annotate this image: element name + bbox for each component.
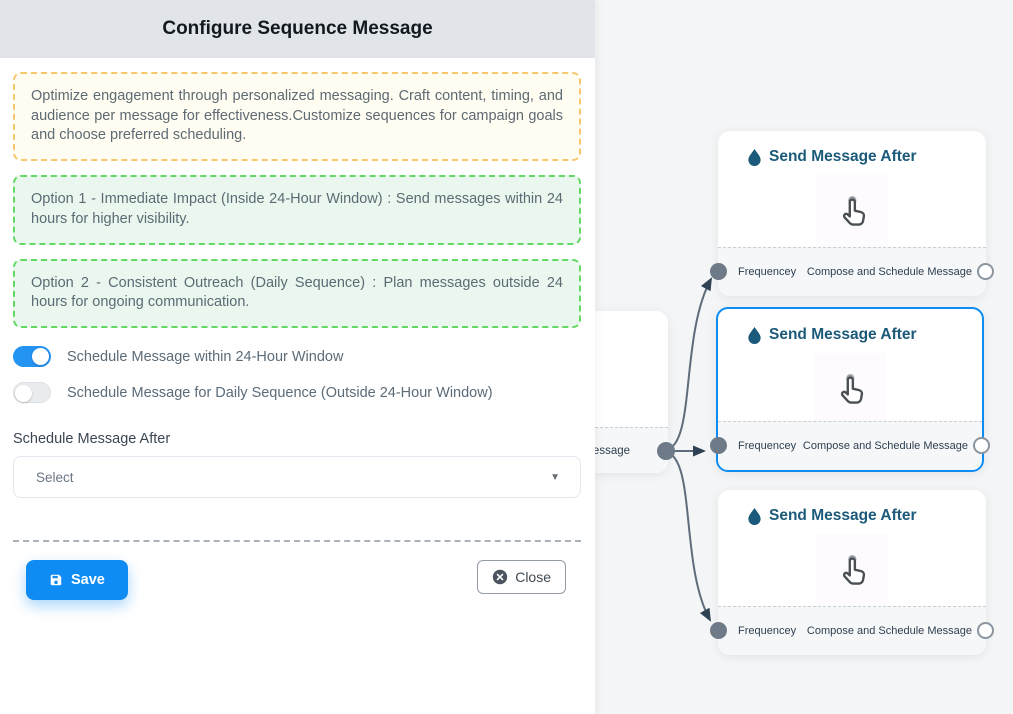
- save-button-label: Save: [71, 572, 105, 589]
- output-handle-label: Compose and Schedule Message: [806, 625, 972, 637]
- close-button-label: Close: [515, 569, 551, 586]
- option2-box: Option 2 - Consistent Outreach (Daily Se…: [13, 258, 581, 329]
- schedule-after-label: Schedule Message After: [13, 431, 171, 448]
- node-title: Send Message After: [769, 326, 917, 343]
- target-handle[interactable]: [710, 263, 727, 280]
- save-button[interactable]: Save: [26, 560, 128, 601]
- droplet-icon: [748, 148, 761, 166]
- edge-to-bottom-node: [665, 451, 711, 622]
- close-button[interactable]: Close: [477, 560, 566, 595]
- node-title: Send Message After: [769, 507, 917, 524]
- source-handle[interactable]: [657, 442, 675, 460]
- circle-x-icon: [492, 569, 508, 585]
- toggle-daily-sequence-label: Schedule Message for Daily Sequence (Out…: [67, 384, 493, 401]
- output-handle-label: Compose and Schedule Message: [802, 440, 968, 452]
- schedule-after-select[interactable]: Select ▼: [13, 456, 581, 499]
- toggle-daily-sequence[interactable]: [13, 382, 51, 404]
- select-value: Select: [36, 469, 74, 485]
- droplet-icon: [748, 326, 761, 344]
- panel-header: Configure Sequence Message: [0, 0, 595, 58]
- source-handle[interactable]: [977, 263, 994, 280]
- source-handle[interactable]: [973, 437, 990, 454]
- floppy-icon: [49, 573, 63, 587]
- tap-hand-icon[interactable]: [816, 175, 888, 247]
- input-handle-label: Frequencey: [738, 440, 797, 452]
- input-handle-label: Frequencey: [738, 625, 797, 637]
- page-title: Configure Sequence Message: [162, 18, 433, 39]
- toggle-within-24h[interactable]: [13, 346, 51, 368]
- flow-node-send-message-after-3[interactable]: Send Message After Frequencey Compose an…: [710, 490, 994, 655]
- tap-hand-icon[interactable]: [814, 353, 886, 425]
- edge-to-top-node: [665, 277, 712, 451]
- target-handle[interactable]: [710, 437, 727, 454]
- node-title: Send Message After: [769, 148, 917, 165]
- info-box: Optimize engagement through personalized…: [13, 72, 581, 162]
- droplet-icon: [748, 507, 761, 525]
- footer-divider: [13, 540, 581, 543]
- input-handle-label: Frequencey: [738, 266, 797, 278]
- target-handle[interactable]: [710, 622, 727, 639]
- output-handle-label: Compose and Schedule Message: [806, 266, 972, 278]
- flow-node-send-message-after-1[interactable]: Send Message After Frequencey Compose an…: [710, 131, 994, 296]
- option1-box: Option 1 - Immediate Impact (Inside 24-H…: [13, 175, 581, 245]
- chevron-down-icon: ▼: [550, 471, 560, 483]
- source-handle[interactable]: [977, 622, 994, 639]
- configure-sequence-panel: Configure Sequence Message Optimize enga…: [0, 0, 595, 714]
- tap-hand-icon[interactable]: [816, 534, 888, 606]
- flow-node-send-message-after-2-selected[interactable]: Send Message After Frequencey Compose an…: [710, 307, 990, 472]
- toggle-within-24h-label: Schedule Message within 24-Hour Window: [67, 348, 344, 365]
